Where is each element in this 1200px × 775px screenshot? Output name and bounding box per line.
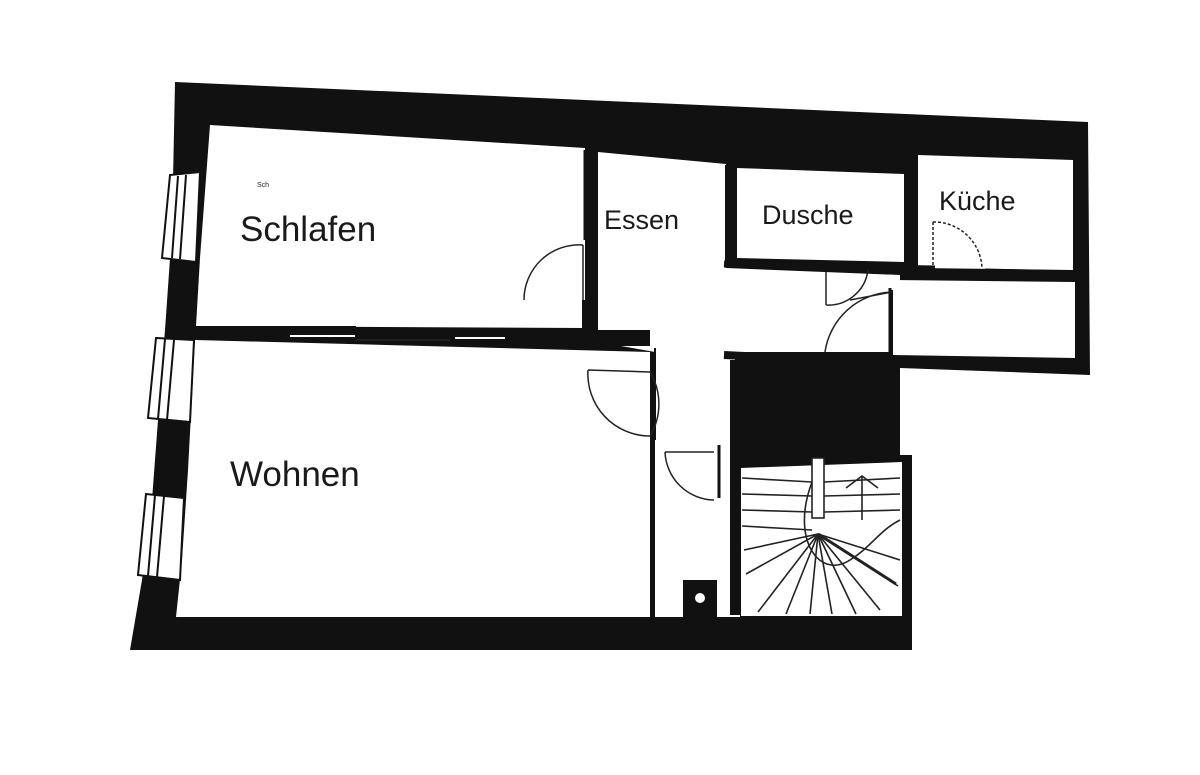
staircase [741, 457, 901, 615]
interior-partitions [582, 150, 1076, 615]
label-wohnen: Wohnen [230, 455, 360, 494]
west-windows [136, 170, 202, 582]
room-labels: Schlafen Sch Essen Dusche Küche Wohnen [230, 182, 1016, 494]
label-dusche: Dusche [762, 200, 854, 230]
door-wohnen [587, 369, 660, 437]
room-wohnen [176, 340, 650, 617]
room-east-hall [893, 280, 1075, 358]
room-schlafen [196, 125, 585, 328]
door-swings [523, 221, 983, 501]
label-schlafen-note: Sch [257, 182, 269, 189]
door-corridor-lower [664, 451, 715, 501]
room-voids [176, 125, 1075, 617]
door-schlafen [523, 244, 584, 301]
sliding-door [196, 326, 650, 346]
door-east-hall [824, 291, 893, 353]
label-schlafen: Schlafen [240, 210, 376, 249]
shaft-symbol [683, 580, 717, 617]
room-kueche [918, 155, 1073, 270]
door-dusche [825, 269, 869, 306]
window-schlafen [160, 170, 202, 264]
door-kueche [932, 221, 983, 269]
room-essen [598, 152, 900, 617]
label-essen: Essen [604, 205, 679, 235]
label-kueche: Küche [939, 186, 1016, 216]
room-dusche [737, 168, 904, 262]
